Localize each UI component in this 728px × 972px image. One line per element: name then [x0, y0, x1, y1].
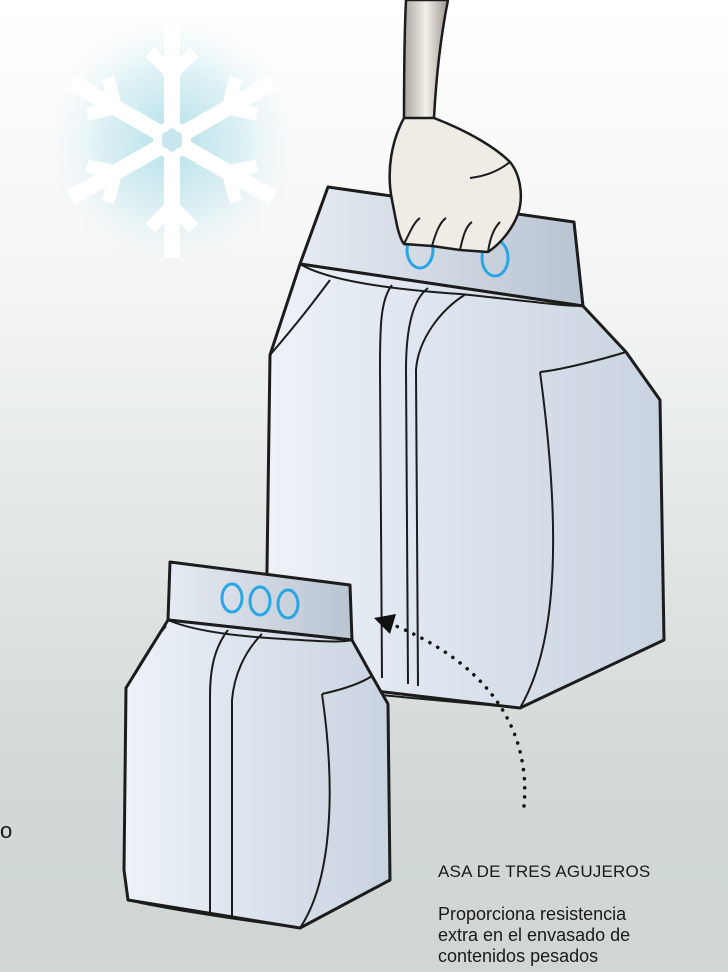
callout-desc-line: extra en el envasado de [438, 925, 728, 946]
callout-desc-line: contenidos pesados [438, 946, 728, 967]
small-bag [124, 562, 390, 928]
callout-title: ASA DE TRES AGUJEROS [438, 862, 728, 882]
snowflake-icon [47, 15, 297, 265]
callout-desc-line: Proporciona resistencia [438, 904, 728, 925]
callout-caption: ASA DE TRES AGUJEROS Proporciona resiste… [438, 862, 728, 967]
hand-icon [390, 0, 521, 252]
cropped-text: o [0, 818, 12, 844]
